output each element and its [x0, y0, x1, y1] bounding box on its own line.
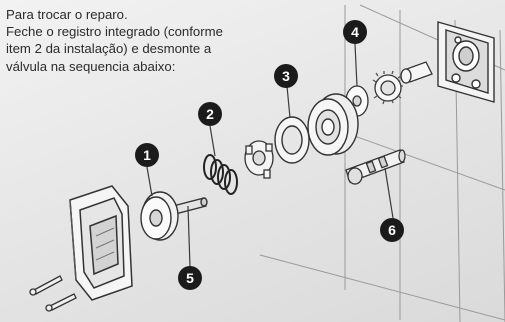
ring-3 [274, 116, 310, 164]
callout-2: 2 [198, 102, 222, 126]
callout-4: 4 [343, 20, 367, 44]
callout-6: 6 [380, 218, 404, 242]
spindle-nut [400, 61, 433, 84]
callout-5: 5 [178, 266, 202, 290]
spring-2 [203, 154, 238, 195]
wall-outlet-plate [437, 21, 495, 103]
head-piece [244, 140, 274, 179]
valve-body [307, 93, 359, 156]
handle-cover [69, 185, 133, 301]
toothed-washer [372, 70, 403, 105]
instruction-line-1: Para trocar o reparo. [6, 7, 128, 22]
screws [29, 275, 77, 312]
leader-lines [146, 43, 394, 268]
instruction-text: Para trocar o reparo. Feche o registro i… [6, 6, 276, 75]
instruction-line-4: válvula na sequencia abaixo: [6, 58, 176, 74]
callout-3: 3 [274, 64, 298, 88]
instruction-line-3: item 2 da instalação) e desmonte a [6, 41, 212, 57]
cartridge-6 [345, 149, 406, 185]
instruction-line-2: Feche o registro integrado (conforme [6, 24, 223, 40]
callout-1: 1 [135, 143, 159, 167]
flange-with-stem [140, 191, 208, 241]
